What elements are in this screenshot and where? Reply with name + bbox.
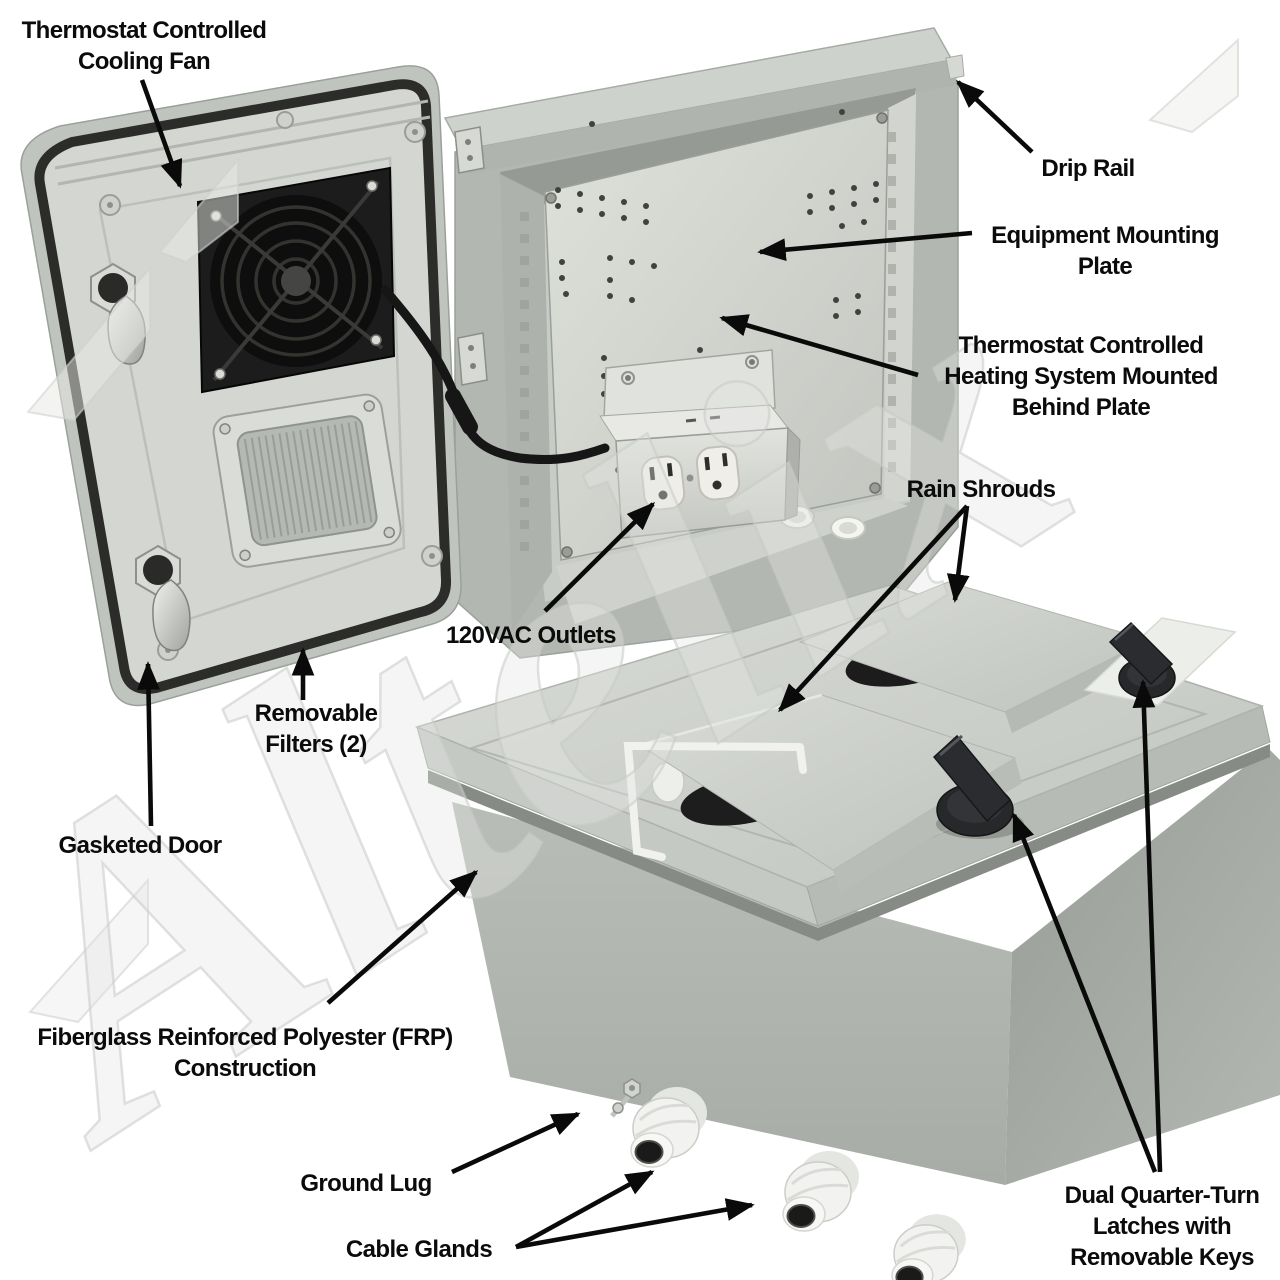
door-latch-key-lower: [135, 544, 191, 652]
frp-body-side: [1005, 748, 1280, 1185]
duplex-outlet: [640, 445, 741, 511]
label-mounting-plate: Equipment Mounting Plate: [991, 222, 1219, 280]
arrow-gasketed-door: [137, 661, 160, 827]
label-filters: Removable Filters (2): [254, 700, 378, 758]
outlet-box: [599, 349, 801, 539]
label-ground-lug: Ground Lug: [300, 1170, 432, 1197]
label-cable-glands: Cable Glands: [345, 1236, 493, 1263]
ground-lug: [610, 1078, 641, 1118]
arrow-latch-rear: [1132, 679, 1163, 1173]
arrow-rain-shroud-2: [946, 505, 970, 603]
arrow-rain-shroud-1: [778, 504, 969, 713]
arrow-outlets: [543, 501, 656, 613]
cooling-fan: [196, 166, 396, 394]
label-drip-rail: Drip Rail: [1041, 155, 1135, 182]
interior-glands: [779, 505, 866, 540]
open-enclosure: [443, 27, 965, 659]
arrow-latch-front: [1011, 812, 1158, 1173]
arrow-drip-rail: [955, 80, 1034, 154]
arrow-ground-lug: [451, 1111, 581, 1175]
door-panel: [20, 65, 462, 707]
arrow-cable-gland-2: [515, 1198, 755, 1250]
closed-enclosure: [414, 581, 1280, 1280]
arrow-cable-gland-1: [514, 1169, 655, 1250]
label-gasketed-door: Gasketed Door: [58, 832, 223, 859]
arrow-cooling-fan: [139, 79, 183, 189]
arrow-frp: [326, 870, 479, 1005]
hinges: [454, 126, 488, 386]
callout-arrows: [137, 79, 1163, 1250]
fan-cable: [380, 285, 610, 465]
label-frp: Fiberglass Reinforced Polyester (FRP) Co…: [37, 1024, 453, 1082]
arrow-heating-system: [719, 314, 919, 378]
label-cooling-fan: Thermostat Controlled Cooling Fan: [21, 17, 267, 75]
label-heating-system: Thermostat Controlled Heating System Mou…: [944, 332, 1218, 421]
label-latches: Dual Quarter-Turn Latches with Removable…: [1064, 1182, 1260, 1271]
quarter-turn-latch-front: [932, 734, 1024, 839]
label-outlets: 120VAC Outlets: [446, 622, 616, 649]
filter-grille: [212, 393, 402, 568]
label-rain-shrouds: Rain Shrouds: [906, 476, 1056, 503]
arrow-mounting-plate: [757, 230, 973, 262]
frp-body-front: [452, 802, 1012, 1185]
